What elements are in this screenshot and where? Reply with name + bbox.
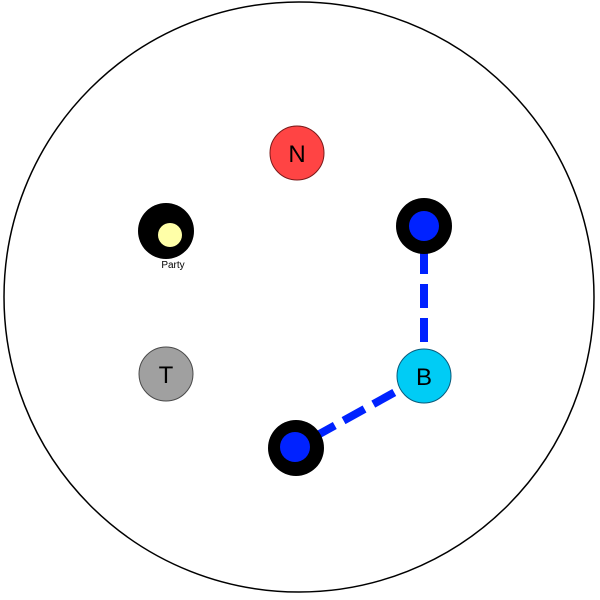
node-blue-bottom[interactable] xyxy=(268,420,324,476)
node-t-circle xyxy=(138,346,194,402)
node-n-circle xyxy=(269,125,325,181)
node-party[interactable]: Party xyxy=(138,203,194,271)
node-n[interactable]: N xyxy=(269,125,325,181)
node-t[interactable]: T xyxy=(138,346,194,402)
blue-bottom-core-circle xyxy=(280,432,310,462)
outer-boundary-circle xyxy=(3,1,595,593)
node-n-label: N xyxy=(288,141,305,168)
node-t-label: T xyxy=(159,362,174,389)
node-b-label: B xyxy=(416,364,432,391)
party-label: Party xyxy=(161,260,184,271)
node-b-circle xyxy=(396,348,452,404)
node-b[interactable]: B xyxy=(396,348,452,404)
party-core-circle xyxy=(158,223,182,247)
blue-top-core-circle xyxy=(409,211,439,241)
node-blue-top[interactable] xyxy=(396,198,452,254)
